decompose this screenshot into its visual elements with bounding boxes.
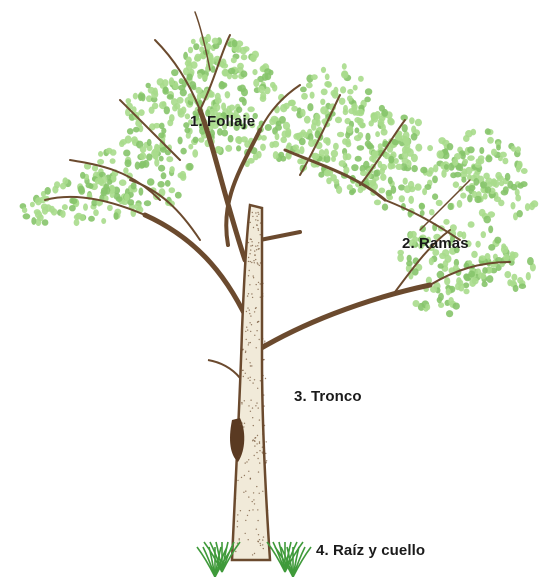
label-branches: 2. Ramas xyxy=(402,235,469,252)
foliage-clusters xyxy=(20,34,539,317)
tree-trunk xyxy=(208,205,270,560)
label-root-collar: 4. Raíz y cuello xyxy=(316,542,425,559)
label-trunk: 3. Tronco xyxy=(294,388,362,405)
label-foliage: 1. Follaje xyxy=(190,113,255,130)
